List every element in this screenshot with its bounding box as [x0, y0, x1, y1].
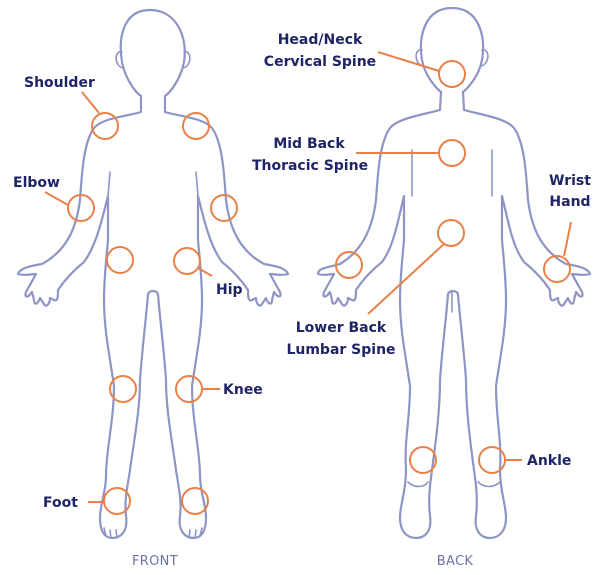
label-head-neck-line1: Head/Neck — [278, 32, 363, 48]
label-hip: Hip — [216, 282, 243, 298]
front-hip-right-marker — [174, 248, 200, 274]
joint-markers — [68, 61, 570, 514]
leader-lower-back — [368, 243, 445, 314]
leader-elbow — [45, 192, 68, 205]
label-foot: Foot — [43, 495, 78, 511]
back-wrist-right-marker — [544, 256, 570, 282]
front-knee-right-marker — [176, 376, 202, 402]
label-mid-back-line2: Thoracic Spine — [252, 158, 368, 174]
front-hip-left-marker — [107, 247, 133, 273]
back-neck-marker — [439, 61, 465, 87]
front-armpit-left — [108, 172, 110, 196]
label-elbow: Elbow — [13, 175, 60, 191]
label-shoulder: Shoulder — [24, 75, 95, 91]
leader-head-neck — [378, 52, 439, 71]
front-elbow-right-marker — [211, 195, 237, 221]
back-heel-left — [408, 482, 428, 487]
front-toes-left — [104, 528, 117, 538]
caption-back: BACK — [437, 554, 474, 569]
front-toes-right — [189, 528, 202, 538]
front-shoulder-right-marker — [183, 113, 209, 139]
label-hand: Hand — [549, 194, 590, 210]
label-head-neck-line2: Cervical Spine — [264, 54, 376, 70]
label-lower-back-line1: Lower Back — [296, 320, 387, 336]
back-lower-back-marker — [438, 220, 464, 246]
caption-front: FRONT — [132, 554, 178, 569]
label-mid-back-line1: Mid Back — [273, 136, 345, 152]
front-armpit-right — [196, 172, 198, 196]
leader-shoulder — [82, 92, 99, 113]
label-wrist: Wrist — [549, 173, 591, 189]
back-ankle-left-marker — [410, 447, 436, 473]
label-knee: Knee — [223, 382, 263, 398]
leader-wrist-hand — [564, 222, 571, 256]
label-ankle: Ankle — [527, 453, 571, 469]
leader-lines — [45, 52, 571, 502]
label-lower-back-line2: Lumbar Spine — [286, 342, 395, 358]
back-mid-back-marker — [439, 140, 465, 166]
back-heel-right — [478, 482, 500, 487]
